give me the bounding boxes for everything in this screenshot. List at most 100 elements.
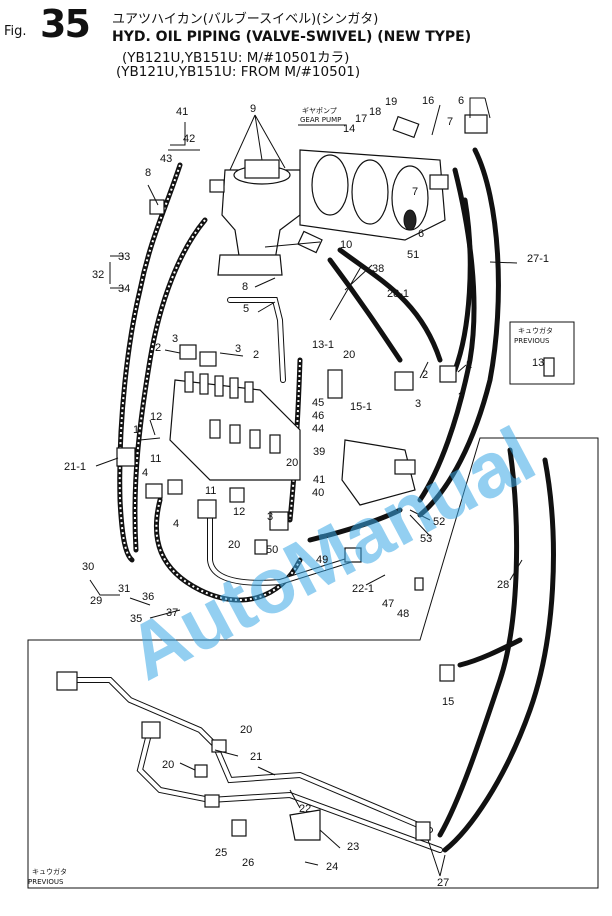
callout-7a: 7 [447,116,453,128]
part-number-callouts: 41 42 43 9 14 17 18 19 16 6 7 8 7 6 10 5… [64,95,549,889]
callout-3e: 3 [267,511,273,523]
callout-30: 30 [82,561,94,573]
callout-47: 47 [382,598,394,610]
callout-2a: 2 [155,342,161,354]
callout-50: 50 [266,544,278,556]
callout-24: 24 [326,861,338,873]
callout-41b: 41 [313,474,325,486]
hose-lines [117,147,501,603]
previous-inset-small [509,321,575,385]
callout-13-1: 13-1 [312,339,334,351]
callout-33: 33 [118,251,130,263]
callout-28-1: 28-1 [387,288,409,300]
callout-40: 40 [312,487,324,499]
callout-15-1: 15-1 [350,401,372,413]
callout-19: 19 [385,96,397,108]
callout-13: 13 [532,357,544,369]
callout-42: 42 [183,133,195,145]
callout-45: 45 [312,397,324,409]
callout-4b: 4 [173,518,179,530]
fittings [116,114,488,591]
callout-31: 31 [118,583,130,595]
control-valve [169,371,301,481]
previous-panel-outline [27,437,599,889]
callout-15: 15 [442,696,454,708]
callout-36: 36 [142,591,154,603]
callout-2d: 2 [422,369,428,381]
callout-21: 21 [250,751,262,763]
previous-panel-pipes [56,447,556,853]
title-english: HYD. OIL PIPING (VALVE-SWIVEL) (NEW TYPE… [112,29,472,45]
previous-label-large: キュウガタ PREVIOUS [28,867,67,886]
gear-pump [299,149,446,241]
callout-3a: 3 [172,333,178,345]
previous-label-small: キュウガタ PREVIOUS [514,326,553,345]
models-english: (YB121U,YB151U: FROM M/#10501) [116,64,361,80]
callout-14: 14 [343,123,355,135]
callout-52: 52 [433,516,445,528]
figure-number: 35 [40,2,91,46]
callout-22: 22 [299,803,311,815]
title-japanese: ユアツハイカン(バルブースイベル)(シンガタ) [112,12,379,27]
callout-34: 34 [118,283,130,295]
callout-20c: 20 [228,539,240,551]
callout-3b: 3 [235,343,241,355]
callout-27: 27 [437,877,449,889]
previous-label-jp-2: キュウガタ [32,867,67,876]
callout-39: 39 [313,446,325,458]
callout-12a: 12 [150,411,162,423]
callout-20d: 20 [240,724,252,736]
figure-label: Fig. [4,24,27,39]
callout-1: 1 [133,424,139,436]
callout-20e: 20 [162,759,174,771]
previous-label-2: PREVIOUS [28,878,64,886]
models-japanese: (YB121U,YB151U: M/#10501カラ) [122,50,350,66]
callout-51: 51 [407,249,419,261]
callout-17: 17 [355,113,367,125]
callout-35: 35 [130,613,142,625]
callout-29: 29 [90,595,102,607]
callout-10: 10 [340,239,352,251]
gear-pump-label: GEAR PUMP [300,116,341,124]
callout-20a: 20 [343,349,355,361]
callout-25: 25 [215,847,227,859]
callout-27-1: 27-1 [527,253,549,265]
callout-7b: 7 [412,186,418,198]
callout-5: 5 [243,303,249,315]
previous-label-1: PREVIOUS [514,337,550,345]
callout-22-1: 22-1 [352,583,374,595]
callout-26: 26 [242,857,254,869]
callout-53: 53 [420,533,432,545]
callout-8b: 8 [242,281,248,293]
callout-48: 48 [397,608,409,620]
callout-21-1: 21-1 [64,461,86,473]
watermark-text: AutoManual [113,410,548,697]
callout-43: 43 [160,153,172,165]
callout-6b: 6 [418,228,424,240]
callout-9: 9 [250,103,256,115]
callout-32: 32 [92,269,104,281]
callout-12b: 12 [233,506,245,518]
callout-41: 41 [176,106,188,118]
callout-11a: 11 [150,453,161,465]
callout-44: 44 [312,423,324,435]
callout-2c: 2 [466,359,472,371]
callout-46: 46 [312,410,324,422]
callout-28: 28 [497,579,509,591]
sub-valve-block [341,439,416,506]
callout-6a: 6 [458,95,464,107]
callout-3d: 3 [458,391,464,403]
callout-16: 16 [422,95,434,107]
gear-pump-label-jp: ギヤポンプ [302,107,337,115]
swivel-joint [217,159,301,276]
callout-2b: 2 [253,349,259,361]
callout-8a: 8 [145,167,151,179]
callout-38: 38 [372,263,384,275]
callout-23: 23 [347,841,359,853]
pump-label: ギヤポンプ GEAR PUMP [298,107,346,126]
callout-37: 37 [166,607,178,619]
callout-11b: 11 [205,485,216,497]
callout-18: 18 [369,106,381,118]
